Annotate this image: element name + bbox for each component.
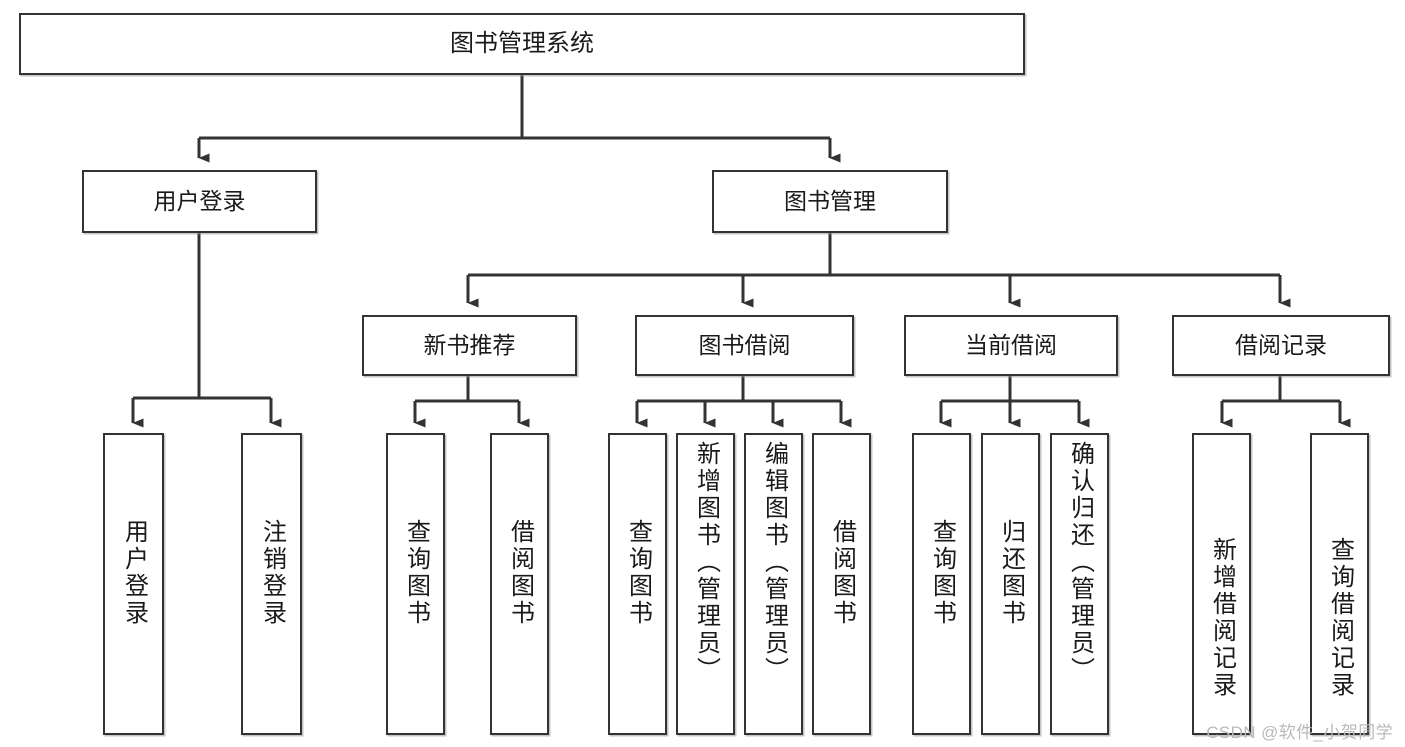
node-book-borrow[interactable]: 图书借阅: [635, 315, 854, 376]
leaf-nb-borrow-book-label: 借阅图书: [506, 519, 534, 627]
node-new-book-recommend[interactable]: 新书推荐: [362, 315, 577, 376]
node-borrow-record[interactable]: 借阅记录: [1172, 315, 1390, 376]
leaf-cb-return-book[interactable]: 归还图书: [981, 433, 1040, 735]
leaf-cb-confirm-return[interactable]: 确认归还（管理员）: [1050, 433, 1109, 735]
leaf-cb-search-book[interactable]: 查询图书: [912, 433, 971, 735]
leaf-bb-search-book-label: 查询图书: [624, 519, 652, 627]
leaf-bb-add-book-label: 新增图书（管理员）: [692, 441, 720, 684]
leaf-cb-return-book-label: 归还图书: [997, 519, 1025, 627]
leaf-logout-label: 注销登录: [258, 519, 286, 627]
leaf-bb-add-book[interactable]: 新增图书（管理员）: [676, 433, 735, 735]
node-current-borrow-label: 当前借阅: [965, 331, 1057, 358]
leaf-nb-search-book-label: 查询图书: [402, 519, 430, 627]
leaf-bb-borrow-book-label: 借阅图书: [828, 519, 856, 627]
node-borrow-record-label: 借阅记录: [1235, 331, 1327, 358]
leaf-br-add-record-label: 新增借阅记录: [1208, 537, 1236, 699]
leaf-bb-borrow-book[interactable]: 借阅图书: [812, 433, 871, 735]
leaf-bb-edit-book[interactable]: 编辑图书（管理员）: [744, 433, 803, 735]
leaf-br-add-record[interactable]: 新增借阅记录: [1192, 433, 1251, 735]
leaf-br-search-record[interactable]: 查询借阅记录: [1310, 433, 1369, 735]
leaf-bb-search-book[interactable]: 查询图书: [608, 433, 667, 735]
node-root-label: 图书管理系统: [450, 29, 594, 57]
node-current-borrow[interactable]: 当前借阅: [904, 315, 1118, 376]
leaf-user-login-label: 用户登录: [120, 519, 148, 627]
leaf-nb-search-book[interactable]: 查询图书: [386, 433, 445, 735]
node-user-login[interactable]: 用户登录: [82, 170, 317, 233]
leaf-bb-edit-book-label: 编辑图书（管理员）: [760, 441, 788, 684]
leaf-logout[interactable]: 注销登录: [241, 433, 302, 735]
leaf-br-search-record-label: 查询借阅记录: [1326, 537, 1354, 699]
node-root[interactable]: 图书管理系统: [19, 13, 1025, 75]
node-book-manage-label: 图书管理: [784, 187, 876, 214]
node-new-book-recommend-label: 新书推荐: [423, 331, 516, 358]
leaf-cb-confirm-return-label: 确认归还（管理员）: [1066, 441, 1094, 684]
node-book-borrow-label: 图书借阅: [698, 331, 791, 358]
node-user-login-label: 用户登录: [153, 187, 246, 214]
leaf-nb-borrow-book[interactable]: 借阅图书: [490, 433, 549, 735]
node-book-manage[interactable]: 图书管理: [712, 170, 948, 233]
watermark: CSDN @软件_小贺同学: [1206, 723, 1393, 742]
leaf-cb-search-book-label: 查询图书: [928, 519, 956, 627]
leaf-user-login[interactable]: 用户登录: [103, 433, 164, 735]
